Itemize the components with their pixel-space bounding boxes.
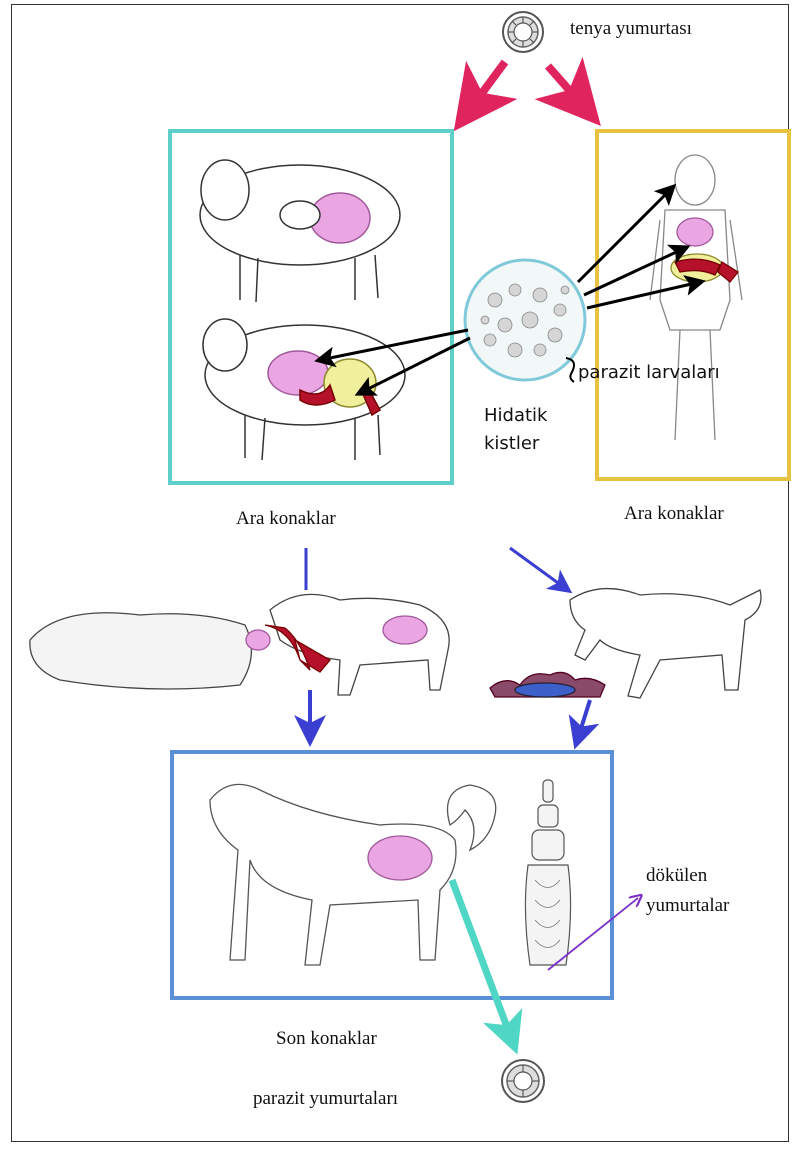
label-intermediate-hosts-right: Ara konaklar: [624, 503, 724, 525]
label-shed-eggs-line1: dökülen: [646, 865, 707, 887]
sheep-illustration-1: [200, 160, 400, 302]
label-hydatid-line2: kistler: [484, 433, 539, 454]
arrow-right-scene-to-final: [578, 700, 590, 738]
label-final-hosts: Son konaklar: [276, 1028, 377, 1050]
label-shed-eggs-line2: yumurtalar: [646, 895, 729, 917]
adult-tapeworm-illustration: [525, 780, 570, 965]
label-hydatid-line1: Hidatik: [484, 405, 547, 426]
arrow-egg-to-sheep: [468, 62, 505, 112]
parasite-egg-bottom: [502, 1060, 544, 1102]
arrow-human-to-dog: [510, 548, 565, 588]
dog-final-host-illustration: [210, 784, 496, 965]
hydatid-cyst: [465, 260, 585, 380]
label-intermediate-hosts-left: Ara konaklar: [236, 508, 336, 530]
arrow-egg-to-human: [548, 66, 585, 108]
label-tapeworm-egg: tenya yumurtası: [570, 18, 692, 40]
label-parasite-larvae: parazit larvaları: [578, 362, 720, 383]
dog-eating-carcass-illustration: [30, 594, 449, 695]
dog-eating-offal-illustration: [490, 589, 761, 698]
label-parasite-eggs: parazit yumurtaları: [253, 1088, 398, 1110]
arrow-dog-to-eggs: [452, 880, 510, 1035]
sheep-illustration-2: [203, 319, 405, 460]
tapeworm-egg-top: [503, 12, 543, 52]
